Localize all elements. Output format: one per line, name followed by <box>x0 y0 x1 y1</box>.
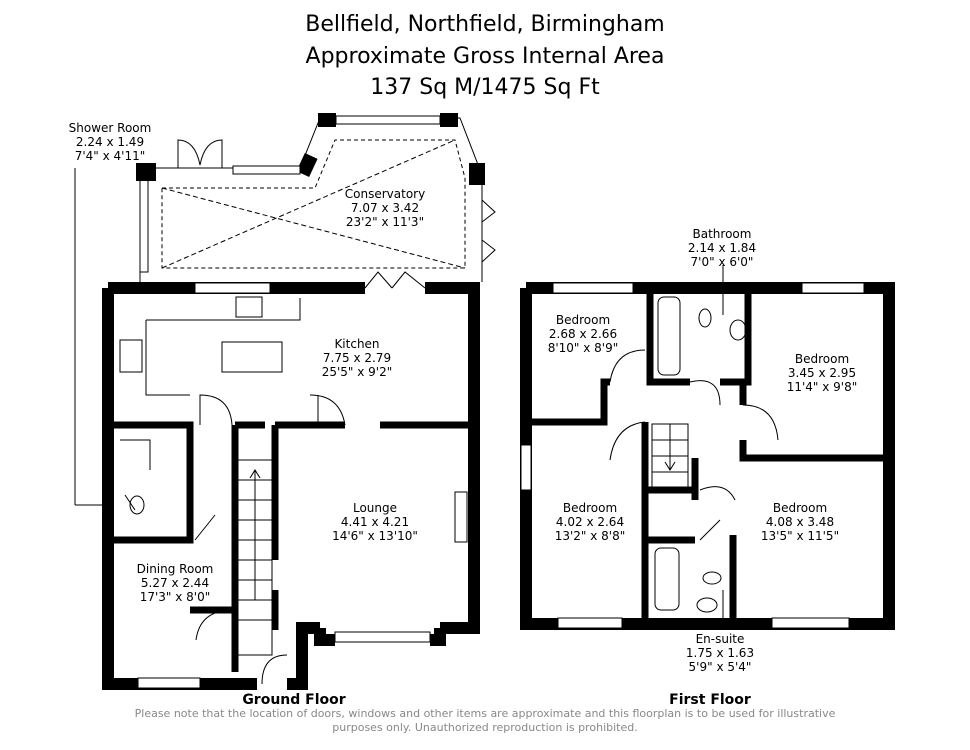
room-label-bedroom-1: Bedroom 2.68 x 2.66 8'10" x 8'9" <box>548 313 619 355</box>
svg-text:Bedroom: Bedroom <box>773 501 827 515</box>
svg-text:23'2" x 11'3": 23'2" x 11'3" <box>346 215 424 229</box>
svg-text:8'10" x 8'9": 8'10" x 8'9" <box>548 341 619 355</box>
svg-text:11'4" x 9'8": 11'4" x 9'8" <box>787 380 858 394</box>
area-value: 137 Sq M/1475 Sq Ft <box>370 75 600 100</box>
room-label-bedroom-2: Bedroom 3.45 x 2.95 11'4" x 9'8" <box>787 352 858 394</box>
svg-text:7.75 x 2.79: 7.75 x 2.79 <box>323 351 391 365</box>
disclaimer: Please note that the location of doors, … <box>0 707 970 735</box>
svg-text:17'3" x 8'0": 17'3" x 8'0" <box>140 590 211 604</box>
svg-text:Bedroom: Bedroom <box>556 313 610 327</box>
svg-text:En-suite: En-suite <box>696 632 745 646</box>
room-label-bedroom-3: Bedroom 4.02 x 2.64 13'2" x 8'8" <box>555 501 626 543</box>
ground-floor-exterior-walls <box>102 282 480 690</box>
svg-text:5.27 x 2.44: 5.27 x 2.44 <box>141 576 209 590</box>
disclaimer-line-2: purposes only. Unauthorized reproduction… <box>332 721 638 734</box>
svg-text:Conservatory: Conservatory <box>345 187 425 201</box>
svg-text:13'5" x 11'5": 13'5" x 11'5" <box>761 529 839 543</box>
svg-text:7'4" x 4'11": 7'4" x 4'11" <box>75 149 146 163</box>
property-address: Bellfield, Northfield, Birmingham <box>305 12 665 37</box>
svg-text:2.14 x 1.84: 2.14 x 1.84 <box>688 241 756 255</box>
disclaimer-line-1: Please note that the location of doors, … <box>134 707 836 720</box>
svg-text:4.08 x 3.48: 4.08 x 3.48 <box>766 515 834 529</box>
svg-text:Bathroom: Bathroom <box>693 227 752 241</box>
room-label-lounge: Lounge 4.41 x 4.21 14'6" x 13'10" <box>332 501 418 543</box>
room-label-kitchen: Kitchen 7.75 x 2.79 25'5" x 9'2" <box>322 337 393 379</box>
ground-floor-label: Ground Floor <box>242 692 345 708</box>
svg-text:25'5" x 9'2": 25'5" x 9'2" <box>322 365 393 379</box>
svg-text:Kitchen: Kitchen <box>334 337 379 351</box>
svg-text:5'9" x 5'4": 5'9" x 5'4" <box>689 660 752 674</box>
svg-text:7'0" x 6'0": 7'0" x 6'0" <box>691 255 754 269</box>
first-floor-plan <box>520 265 895 630</box>
svg-text:3.45 x 2.95: 3.45 x 2.95 <box>788 366 856 380</box>
room-label-bathroom: Bathroom 2.14 x 1.84 7'0" x 6'0" <box>688 227 756 269</box>
room-label-conservatory: Conservatory 7.07 x 3.42 23'2" x 11'3" <box>345 187 425 229</box>
svg-text:2.24 x 1.49: 2.24 x 1.49 <box>76 135 144 149</box>
svg-text:13'2" x 8'8": 13'2" x 8'8" <box>555 529 626 543</box>
first-floor-label: First Floor <box>669 692 751 708</box>
svg-text:Bedroom: Bedroom <box>795 352 849 366</box>
first-floor-exterior-walls <box>520 282 895 630</box>
svg-text:7.07 x 3.42: 7.07 x 3.42 <box>351 201 419 215</box>
ground-floor-plan <box>74 113 496 690</box>
room-label-dining-room: Dining Room 5.27 x 2.44 17'3" x 8'0" <box>137 562 214 604</box>
conservatory-outline <box>136 113 496 282</box>
first-floor-stairs <box>651 423 689 491</box>
svg-text:Shower Room: Shower Room <box>69 121 152 135</box>
room-label-bedroom-4: Bedroom 4.08 x 3.48 13'5" x 11'5" <box>761 501 839 543</box>
room-label-shower-room: Shower Room 2.24 x 1.49 7'4" x 4'11" <box>69 121 152 163</box>
room-label-en-suite: En-suite 1.75 x 1.63 5'9" x 5'4" <box>686 632 754 674</box>
svg-text:4.41 x 4.21: 4.41 x 4.21 <box>341 515 409 529</box>
svg-text:Lounge: Lounge <box>353 501 397 515</box>
ground-floor-stairs <box>237 459 273 656</box>
svg-text:14'6" x 13'10": 14'6" x 13'10" <box>332 529 418 543</box>
svg-text:1.75 x 1.63: 1.75 x 1.63 <box>686 646 754 660</box>
svg-text:Dining Room: Dining Room <box>137 562 214 576</box>
svg-text:2.68 x 2.66: 2.68 x 2.66 <box>549 327 617 341</box>
area-caption: Approximate Gross Internal Area <box>305 44 665 69</box>
svg-text:4.02 x 2.64: 4.02 x 2.64 <box>556 515 624 529</box>
svg-text:Bedroom: Bedroom <box>563 501 617 515</box>
